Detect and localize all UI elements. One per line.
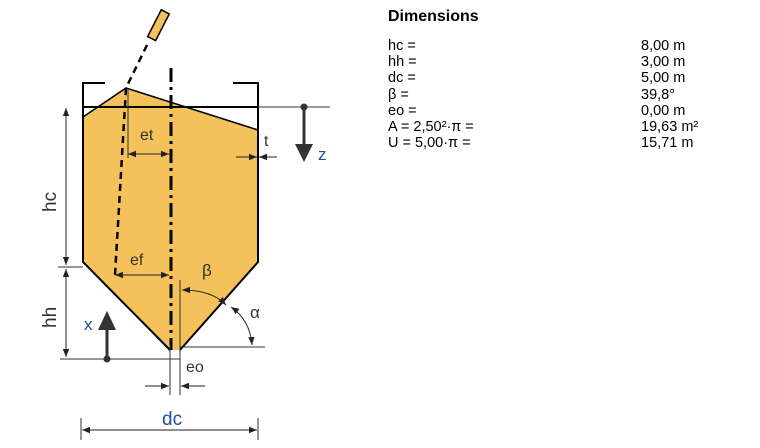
row-value: 0,00 m (641, 102, 686, 119)
hc-label: hc (40, 192, 61, 212)
dimension-row-eo: eo = 0,00 m (388, 103, 748, 119)
dimension-row-area: A = 2,50²·π = 19,63 m² (388, 119, 748, 135)
row-value: 3,00 m (641, 54, 686, 71)
row-label: β = (388, 86, 409, 103)
beta-label: β (202, 261, 212, 280)
row-value: 39,8° (641, 86, 676, 103)
row-value: 19,63 m² (641, 119, 699, 136)
row-label: eo = (388, 102, 417, 119)
dimension-row-hh: hh = 3,00 m (388, 54, 748, 70)
eo-label: eo (186, 359, 204, 376)
row-label: hh = (388, 54, 417, 71)
filling-pipe-icon (146, 8, 171, 42)
row-label: dc = (388, 70, 416, 87)
silo-wall-right (179, 82, 259, 351)
alpha-arc (230, 306, 255, 346)
dc-label: dc (162, 409, 182, 430)
x-arrow-icon (98, 311, 116, 330)
dimension-row-dc: dc = 5,00 m (388, 70, 748, 86)
row-label: A = 2,50²·π = (388, 119, 474, 136)
silo-diagram: et ef eo t z hc hh x β α dc (40, 8, 330, 440)
dimension-row-hc: hc = 8,00 m (388, 38, 748, 54)
silo-top-left (82, 82, 105, 95)
x-label: x (84, 315, 93, 334)
row-value: 15,71 m (641, 135, 694, 152)
panel-title: Dimensions (388, 8, 479, 25)
silo-fill (83, 88, 258, 350)
hh-label: hh (40, 307, 61, 328)
filling-trajectory (113, 44, 149, 276)
et-label: et (140, 127, 154, 144)
silo-wall-left (82, 82, 171, 351)
row-label: hc = (388, 38, 416, 54)
alpha-label: α (250, 303, 260, 322)
t-label: t (264, 133, 269, 150)
row-value: 8,00 m (641, 38, 686, 54)
z-label: z (318, 145, 327, 164)
dimension-row-perimeter: U = 5,00·π = 15,71 m (388, 135, 748, 151)
row-value: 5,00 m (641, 70, 686, 87)
z-arrow-icon (295, 144, 313, 162)
dimensions-panel: Dimensions hc = 8,00 m hh = 3,00 m dc = 5,0… (388, 6, 748, 151)
silo-top-right (233, 82, 259, 95)
row-label: U = 5,00·π = (388, 135, 471, 152)
dimension-row-beta: β = 39,8° (388, 87, 748, 103)
ef-label: ef (130, 252, 144, 269)
beta-arc (181, 286, 227, 306)
